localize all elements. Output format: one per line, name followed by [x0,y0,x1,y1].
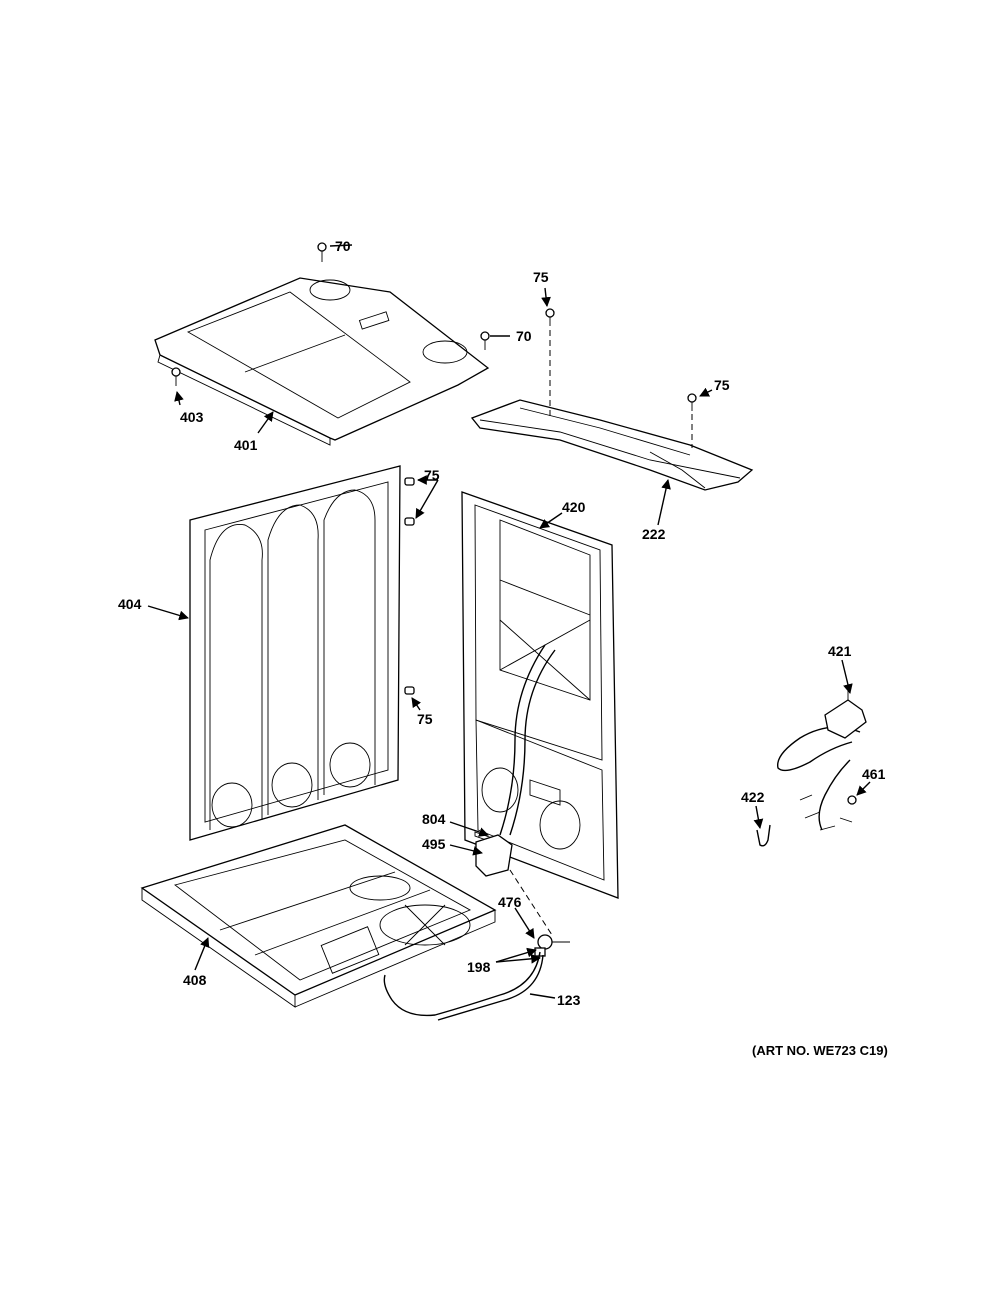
label-461: 461 [862,766,886,782]
label-495: 495 [422,836,446,852]
harness-461 [799,759,857,831]
hose-123 [383,951,541,1017]
screw-75-rail [687,393,697,411]
label-404: 404 [118,596,142,612]
label-222: 222 [642,526,666,542]
label-401: 401 [234,437,258,453]
label-75-side-lower: 75 [417,711,433,727]
top-panel-401 [154,277,490,446]
bracket-495-guide [509,869,553,936]
screw-403 [171,367,181,386]
base-pan-408 [140,824,497,1008]
clip-422 [756,824,771,847]
label-422: 422 [741,789,765,805]
label-75-rail-right: 75 [714,377,730,393]
screw-75-top [545,308,555,326]
screw-70-right [480,331,490,350]
clip-75-b [404,517,415,526]
side-panel-404 [189,465,401,841]
clip-75-c [404,686,415,695]
label-70-right: 70 [516,328,532,344]
label-123: 123 [557,992,581,1008]
top-rail-222 [470,399,754,491]
screw-70-top [317,242,327,262]
label-420: 420 [562,499,586,515]
label-70-top: 70 [335,238,351,254]
clip-75-a [404,477,415,486]
label-421: 421 [828,643,852,659]
label-476: 476 [498,894,522,910]
art-number: (ART NO. WE723 C19) [752,1043,888,1058]
back-panel-420 [461,491,619,899]
bracket-495 [475,834,513,877]
label-75-rail-top: 75 [533,269,549,285]
label-198: 198 [467,959,491,975]
hose-123-b [437,954,544,1021]
label-75-side-clips: 75 [424,467,440,483]
leader-lines [147,244,871,999]
label-804: 804 [422,811,446,827]
power-cord-421 [776,690,867,772]
label-403: 403 [180,409,204,425]
label-408: 408 [183,972,207,988]
